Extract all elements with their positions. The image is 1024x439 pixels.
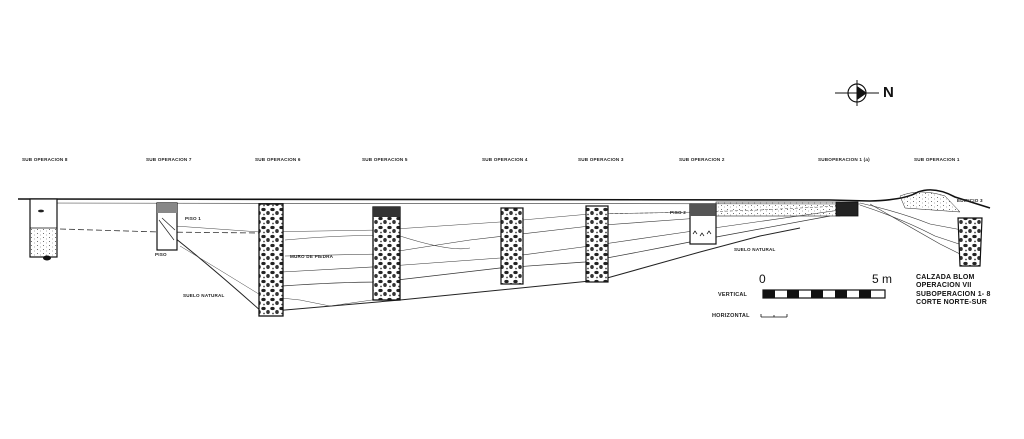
stratum-line: [281, 215, 831, 287]
stratum-line: [869, 203, 969, 259]
label-suboperacion-4: SUB OPERACION 4: [482, 157, 528, 162]
title-line-3: SUBOPERACION 1- 8: [916, 290, 991, 298]
stratum-line: [174, 211, 701, 233]
stratum-line: [859, 202, 963, 231]
scale-end: 5 m: [872, 272, 893, 286]
scale-horizontal-label: HORIZONTAL: [712, 313, 750, 319]
annotation-piso-1: PISO 1: [185, 216, 202, 221]
annotation-suelo-natural-left: SUELO NATURAL: [183, 293, 225, 298]
title-line-2: OPERACION VII: [916, 282, 972, 290]
annotation-piso-2: PISO 2: [670, 210, 687, 215]
annotation-small-left: PISO: [155, 252, 167, 257]
annotation-suelo-natural-right: SUELO NATURAL: [734, 247, 776, 252]
label-suboperacion-5: SUB OPERACION 5: [362, 157, 408, 162]
north-arrow-icon: [835, 80, 879, 106]
unit-suboperacion-3: [585, 205, 609, 283]
unit-suboperacion-5: [372, 206, 401, 301]
scale-start: 0: [759, 272, 766, 286]
stratum-line: [281, 209, 841, 273]
unit-suboperacion-6: [258, 203, 284, 317]
unit-suboperacion-7: [156, 202, 178, 251]
annotation-edificio: EDIFICIO 3: [957, 198, 983, 203]
label-suboperacion-1a: SUBOPERACION 1 (a): [818, 157, 870, 162]
unit-suboperacion-1a: [715, 201, 859, 217]
label-suboperacion-2: SUB OPERACION 2: [679, 157, 725, 162]
label-suboperacion-8: SUB OPERACION 8: [22, 157, 68, 162]
annotation-muro-piedra: MURO DE PIEDRA: [290, 254, 334, 259]
vertical-scale-bar: [762, 289, 886, 299]
title-line-1: CALZADA BLOM: [916, 274, 975, 281]
label-suboperacion-6: SUB OPERACION 6: [255, 157, 301, 162]
stratum-line: [859, 204, 966, 247]
scale-vertical-label: VERTICAL: [718, 292, 748, 298]
unit-suboperacion-2: [689, 203, 717, 245]
north-label: N: [883, 84, 894, 101]
label-suboperacion-1: SUB OPERACION 1: [914, 157, 960, 162]
stratum-line: [284, 217, 701, 257]
unit-suboperacion-8: [29, 198, 58, 261]
horizontal-scale-bar: [760, 314, 788, 318]
label-suboperacion-7: SUB OPERACION 7: [146, 157, 192, 162]
title-line-4: CORTE NORTE-SUR: [916, 299, 988, 307]
unit-suboperacion-4: [500, 207, 524, 285]
label-suboperacion-3: SUB OPERACION 3: [578, 157, 624, 162]
title-block: CALZADA BLOM OPERACION VII SUBOPERACION …: [916, 274, 991, 308]
unit-suboperacion-1: [899, 191, 983, 267]
